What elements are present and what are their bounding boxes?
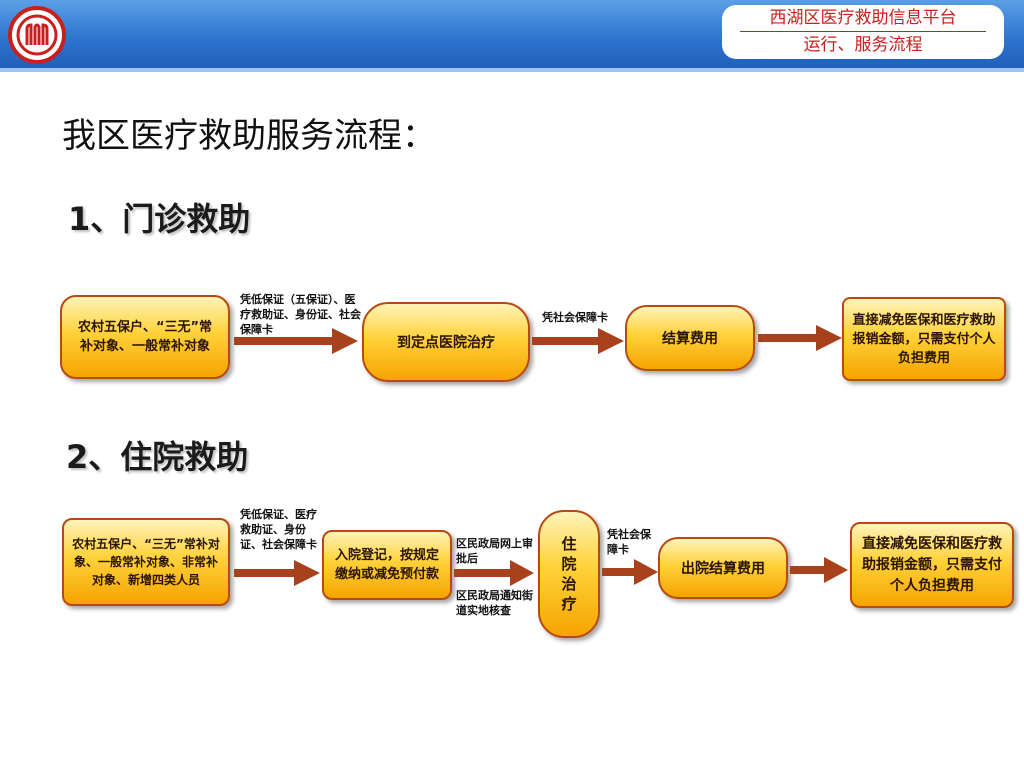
flow-arrow-4	[234, 560, 320, 586]
flow-box-outpatient-result: 直接减免医保和医疗救助报销金额，只需支付个人负担费用	[842, 297, 1006, 381]
flow-box-label: 直接减免医保和医疗救助报销金额，只需支付个人负担费用	[852, 312, 996, 366]
flow-arrow-3	[758, 325, 842, 351]
flow-box-label: 到定点医院治疗	[397, 335, 495, 351]
civil-affairs-emblem-icon	[8, 6, 66, 64]
flow-box-label: 住院治疗	[561, 535, 577, 613]
section2-title: 2、住院救助	[66, 438, 249, 476]
flow-box-label: 直接减免医保和医疗救助报销金额，只需支付个人负担费用	[862, 535, 1002, 594]
arrow-note-outpatient-card: 凭社会保障卡	[542, 311, 608, 324]
arrow-note-online-approval: 区民政局网上审批后	[456, 537, 533, 565]
page-title: 我区医疗救助服务流程：	[62, 116, 436, 156]
flow-box-label: 农村五保户、“三无”常补对象、一般常补对象	[77, 320, 213, 354]
flow-box-discharge-settlement: 出院结算费用	[658, 537, 788, 599]
flow-arrow-7	[790, 557, 848, 583]
flow-box-settle-fees: 结算费用	[625, 305, 755, 371]
section1-title: 1、门诊救助	[68, 200, 251, 238]
flow-box-inpatient-subjects: 农村五保户、“三无”常补对象、一般常补对象、非常补对象、新增四类人员	[62, 518, 230, 606]
flow-arrow-2	[532, 328, 624, 354]
arrow-note-inpatient-card: 凭社会保障卡	[607, 528, 651, 556]
arrow-note-inpatient-documents: 凭低保证、医疗救助证、身份证、社会保障卡	[240, 508, 317, 551]
flow-arrow-5	[454, 560, 534, 586]
platform-title-divider	[740, 31, 986, 32]
arrow-note-outpatient-documents: 凭低保证（五保证）、医疗救助证、身份证、社会保障卡	[240, 293, 361, 336]
flow-box-designated-hospital: 到定点医院治疗	[362, 302, 530, 382]
platform-title: 西湖区医疗救助信息平台	[769, 8, 957, 28]
header-divider	[0, 68, 1024, 72]
flow-box-label: 结算费用	[662, 331, 718, 347]
flow-arrow-1	[234, 328, 358, 354]
arrow-note-field-check: 区民政局通知街道实地核查	[456, 589, 533, 617]
flow-box-label: 农村五保户、“三无”常补对象、一般常补对象、非常补对象、新增四类人员	[72, 537, 220, 587]
platform-subtitle: 运行、服务流程	[803, 35, 923, 55]
flow-box-inpatient-result: 直接减免医保和医疗救助报销金额，只需支付个人负担费用	[850, 522, 1014, 608]
flow-arrow-6	[602, 559, 658, 585]
flow-box-label: 出院结算费用	[681, 561, 765, 577]
flow-box-admission: 入院登记，按规定缴纳或减免预付款	[322, 530, 452, 600]
flow-box-hospitalization: 住院治疗	[538, 510, 600, 638]
flow-box-label: 入院登记，按规定缴纳或减免预付款	[334, 548, 439, 582]
platform-title-box: 西湖区医疗救助信息平台 运行、服务流程	[722, 5, 1004, 59]
flow-box-outpatient-subjects: 农村五保户、“三无”常补对象、一般常补对象	[60, 295, 230, 379]
